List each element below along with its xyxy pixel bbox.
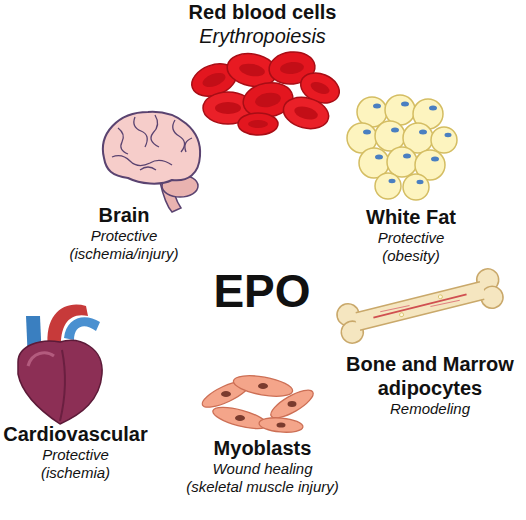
red-blood-cells-illustration (238, 113, 278, 135)
brain-illustration (112, 115, 192, 170)
white-fat-illustration (429, 106, 437, 111)
node-subtitle: Protective (ischemia) (21, 446, 131, 482)
myoblasts-illustration (211, 403, 269, 433)
red-blood-cells-illustration (309, 80, 331, 97)
text-column: EPO (207, 265, 317, 317)
node-subtitle: Erythropoiesis (170, 24, 355, 48)
bone-illustration (399, 312, 404, 317)
brain-illustration (151, 115, 159, 147)
myoblasts-illustration (258, 383, 268, 389)
white-fat-illustration (389, 179, 396, 183)
text-column: Bone and Marrow adipocytesRemodeling (340, 352, 520, 418)
brain-illustration (134, 117, 147, 147)
red-blood-cells-illustration (238, 113, 278, 135)
red-blood-cells-illustration (279, 61, 304, 75)
target-tissue: Red blood cellsErythropoiesis (170, 0, 355, 140)
white-fat-illustration (401, 102, 409, 107)
heart-illustration (18, 340, 102, 424)
white-fat-illustration (387, 147, 417, 177)
red-blood-cells-illustration (280, 93, 332, 133)
brain-illustration (103, 112, 200, 212)
white-fat-illustration (347, 95, 457, 200)
brain-illustration (173, 120, 185, 152)
text-column: MyoblastsWound healing (skeletal muscle … (175, 436, 350, 496)
brain-illustration (185, 138, 192, 152)
target-tissue: White FatProtective (obesity) (352, 95, 470, 265)
heart-illustration (28, 353, 54, 366)
white-fat-illustration (431, 127, 457, 153)
red-blood-cells-illustration (280, 93, 332, 133)
myoblasts-illustration (288, 401, 297, 407)
node-subtitle: Protective (obesity) (359, 229, 464, 265)
bone-illustration (380, 292, 460, 319)
node-heading: EPO (207, 265, 317, 317)
bone-illustration (438, 294, 443, 299)
white-fat-illustration (391, 128, 399, 133)
white-fat-illustration (375, 173, 401, 199)
white-fat-illustration (375, 155, 383, 160)
brain-illustration (140, 167, 156, 170)
white-fat-illustration (363, 102, 452, 185)
brain-illustration (118, 128, 128, 154)
white-fat-illustration (417, 180, 424, 184)
red-blood-cells-illustration (201, 70, 228, 89)
bone-illustration (335, 267, 506, 346)
red-blood-cells-illustration (238, 62, 266, 78)
target-tissue: BrainProtective (ischemia/injury) (68, 100, 180, 265)
text-column: Red blood cellsErythropoiesis (170, 0, 355, 48)
text-column: White FatProtective (obesity) (352, 205, 470, 265)
node-heading: White Fat (352, 205, 470, 229)
white-fat-illustration (431, 157, 439, 162)
node-subtitle: Protective (ischemia/injury) (68, 227, 180, 263)
white-fat-illustration (403, 154, 411, 159)
white-fat-illustration (373, 104, 381, 109)
node-subtitle: Wound healing (skeletal muscle injury) (185, 460, 341, 496)
heart-illustration (18, 305, 102, 424)
red-blood-cells-illustration (215, 102, 241, 114)
red-blood-cells-illustration (293, 104, 319, 121)
myoblasts-illustration (277, 422, 286, 427)
myoblasts-illustration (232, 372, 294, 400)
white-fat-illustration (363, 130, 371, 135)
center-hub: EPO (207, 252, 317, 330)
myoblasts-illustration (221, 391, 231, 397)
red-blood-cells-illustration (187, 50, 344, 135)
bone-illustration (373, 294, 466, 317)
brain-illustration (103, 112, 200, 184)
myoblasts-illustration (235, 415, 245, 421)
text-column: BrainProtective (ischemia/injury) (68, 203, 180, 263)
bone-illustration (356, 282, 485, 330)
myoblasts-illustration (221, 383, 297, 428)
node-heading: Brain (68, 203, 180, 227)
brain-illustration (112, 156, 172, 166)
red-blood-cells-illustration (254, 91, 282, 109)
myoblasts-illustration (258, 416, 303, 434)
node-heading: Red blood cells (170, 0, 355, 24)
white-fat-illustration (403, 174, 429, 200)
node-heading: Bone and Marrow adipocytes (342, 352, 518, 400)
target-tissue: CardiovascularProtective (ischemia) (0, 300, 168, 485)
node-heading: Cardiovascular (3, 422, 148, 446)
red-blood-cells-illustration (248, 120, 268, 128)
target-tissue: Bone and Marrow adipocytesRemodeling (340, 270, 520, 420)
myoblasts-illustration (199, 372, 317, 434)
text-column: CardiovascularProtective (ischemia) (3, 422, 148, 482)
heart-illustration (60, 350, 65, 421)
heart-illustration (64, 317, 100, 340)
white-fat-illustration (445, 133, 452, 137)
target-tissue: MyoblastsWound healing (skeletal muscle … (175, 365, 350, 497)
bone-illustration (335, 267, 506, 346)
bone-illustration (354, 281, 486, 330)
node-subtitle: Remodeling (342, 400, 518, 418)
white-fat-illustration (419, 130, 427, 135)
node-heading: Myoblasts (175, 436, 350, 460)
